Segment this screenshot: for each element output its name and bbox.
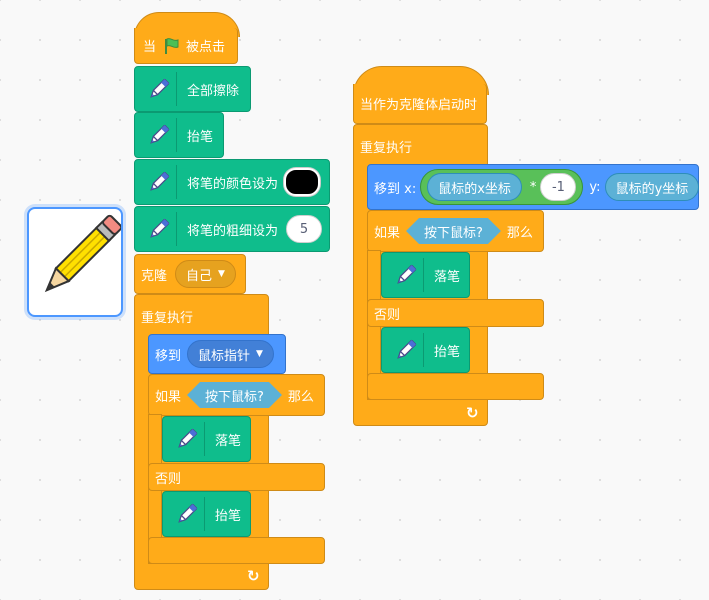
sprite-thumbnail[interactable] <box>27 207 123 317</box>
goto-label: 移到 <box>155 348 182 364</box>
forever-label: 重复执行 <box>141 311 194 326</box>
if-header: 如果 按下鼠标? 那么 <box>148 374 325 416</box>
clone-target-dropdown[interactable]: 自己 ▼ <box>175 260 236 288</box>
green-flag-icon <box>165 37 179 54</box>
mouse-down-condition[interactable]: 按下鼠标? <box>187 382 282 408</box>
mouse-y-reporter[interactable]: 鼠标的y坐标 <box>604 173 700 201</box>
pen-up-label: 抬笔 <box>434 344 461 360</box>
pen-icon <box>389 333 424 367</box>
else-label: 否则 <box>155 471 182 487</box>
pen-down-label: 落笔 <box>434 269 461 285</box>
mouse-down-condition[interactable]: 按下鼠标? <box>406 218 501 244</box>
pen-clear-block[interactable]: 全部擦除 <box>134 66 251 112</box>
if-header: 如果 按下鼠标? 那么 <box>367 210 544 252</box>
pen-down-label: 落笔 <box>215 433 242 449</box>
clone-target-label: 自己 <box>186 268 213 284</box>
set-pen-color-block[interactable]: 将笔的颜色设为 <box>134 159 330 205</box>
set-pen-size-block[interactable]: 将笔的粗细设为 5 <box>134 206 330 252</box>
pen-up-label: 抬笔 <box>187 129 214 145</box>
go-to-block[interactable]: 移到 鼠标指针 ▼ <box>148 334 286 374</box>
set-color-label: 将笔的颜色设为 <box>187 176 279 192</box>
forever-label: 重复执行 <box>360 141 413 156</box>
pen-up-label: 抬笔 <box>215 508 242 524</box>
loop-arrow-icon: ↻ <box>247 567 260 585</box>
create-clone-block[interactable]: 克隆 自己 ▼ <box>134 254 246 294</box>
pen-icon <box>142 212 177 246</box>
pen-icon <box>389 258 424 292</box>
else-label: 否则 <box>374 307 401 323</box>
then-label: 那么 <box>506 225 533 241</box>
pen-up-block[interactable]: 抬笔 <box>381 327 470 373</box>
clone-hat-label: 当作为克隆体启动时 <box>360 98 478 113</box>
chevron-down-icon: ▼ <box>256 349 263 359</box>
pen-color-swatch[interactable] <box>284 168 321 196</box>
if-else-block[interactable]: 如果 按下鼠标? 那么 否则 <box>148 374 325 564</box>
if-else-footer <box>367 373 544 400</box>
clicked-label: 被点击 <box>186 40 226 55</box>
multiply-operator[interactable]: 鼠标的x坐标 * -1 <box>420 169 584 205</box>
mouse-x-reporter[interactable]: 鼠标的x坐标 <box>427 173 522 201</box>
else-header: 否则 <box>367 299 544 327</box>
pen-size-input[interactable]: 5 <box>286 215 323 243</box>
goto-x-label: 移到 x: <box>374 181 417 197</box>
go-to-xy-block[interactable]: 移到 x: 鼠标的x坐标 * -1 y: 鼠标的y坐标 <box>367 164 700 210</box>
goto-target-label: 鼠标指针 <box>198 348 251 364</box>
if-else-block-2[interactable]: 如果 按下鼠标? 那么 否则 <box>367 210 544 400</box>
pen-icon <box>170 422 205 456</box>
else-header: 否则 <box>148 463 325 491</box>
if-label: 如果 <box>155 389 182 405</box>
clear-label: 全部擦除 <box>187 83 240 99</box>
multiply-label: * <box>529 179 537 195</box>
pen-icon <box>142 72 177 106</box>
if-else-footer <box>148 537 325 564</box>
when-label: 当 <box>143 40 157 55</box>
when-start-as-clone-block[interactable]: 当作为克隆体启动时 <box>353 84 487 124</box>
pen-down-block[interactable]: 落笔 <box>381 252 470 298</box>
pen-up-block[interactable]: 抬笔 <box>134 112 224 158</box>
y-label: y: <box>589 179 601 195</box>
pen-icon <box>142 165 177 199</box>
pen-icon <box>170 497 205 531</box>
if-label: 如果 <box>374 225 401 241</box>
pen-icon <box>142 118 177 152</box>
chevron-down-icon: ▼ <box>218 269 225 279</box>
goto-target-dropdown[interactable]: 鼠标指针 ▼ <box>187 340 274 368</box>
multiplier-input[interactable]: -1 <box>540 173 577 201</box>
when-flag-clicked-block[interactable]: 当 被点击 <box>134 28 238 64</box>
pencil-sprite-icon <box>44 214 123 293</box>
pen-down-block[interactable]: 落笔 <box>162 416 251 462</box>
clone-label: 克隆 <box>141 268 168 284</box>
pen-up-block-2[interactable]: 抬笔 <box>162 491 251 537</box>
set-size-label: 将笔的粗细设为 <box>187 223 279 239</box>
loop-arrow-icon: ↻ <box>466 404 479 422</box>
then-label: 那么 <box>287 389 314 405</box>
